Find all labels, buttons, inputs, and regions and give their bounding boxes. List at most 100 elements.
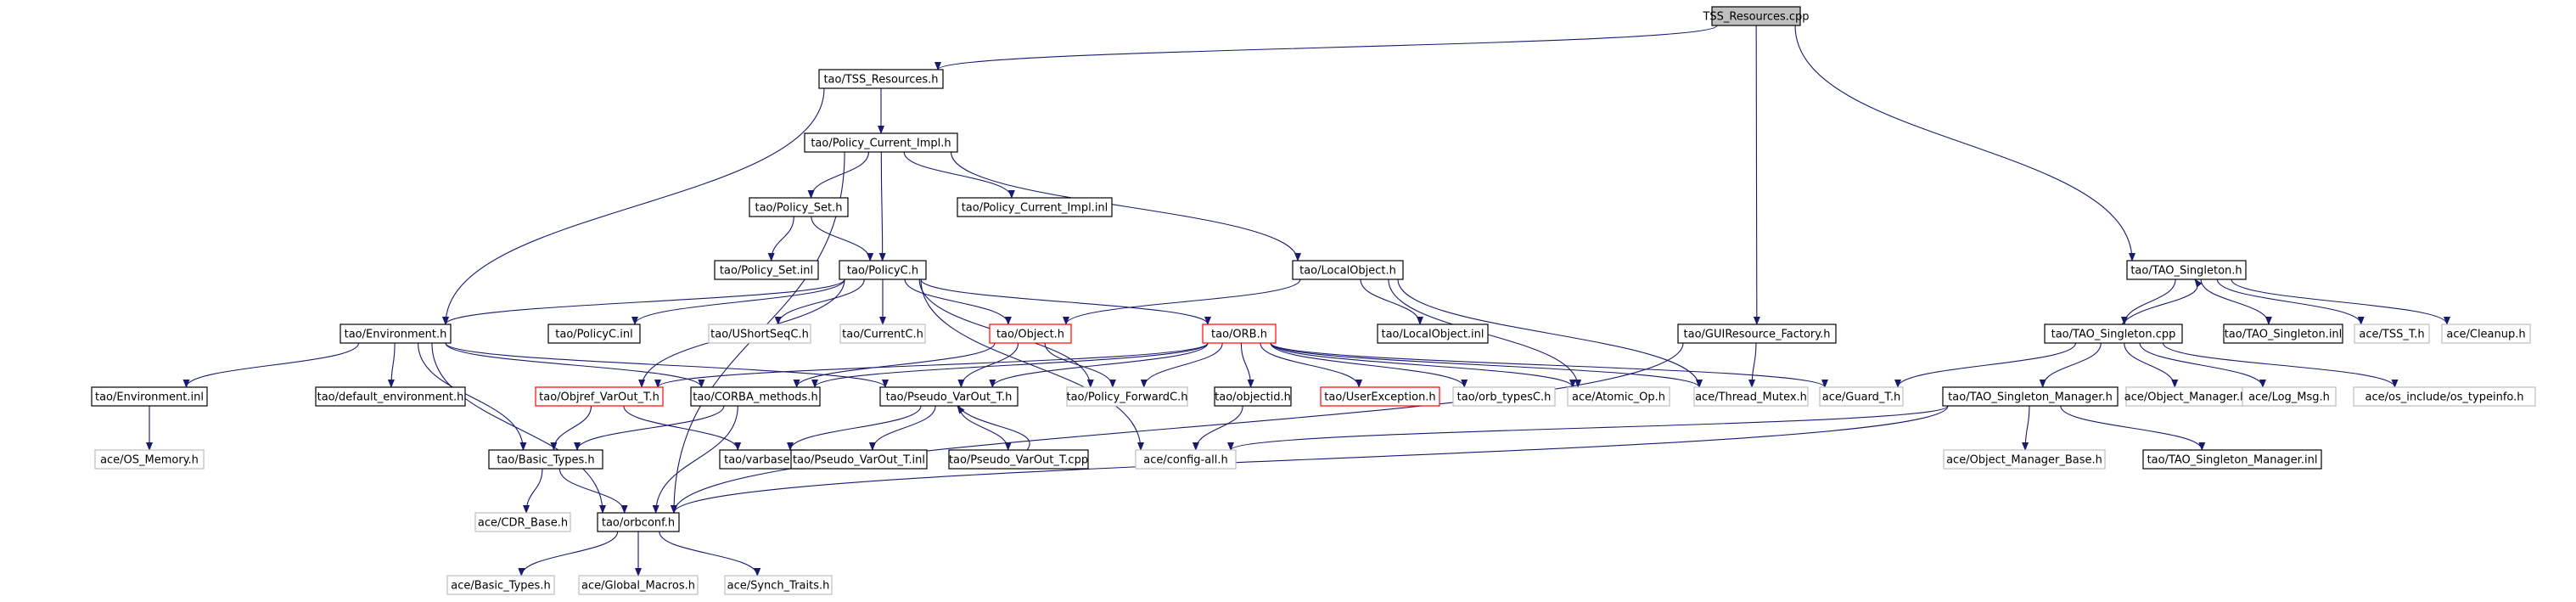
graph-node[interactable]: tao/CurrentC.h [839,324,926,344]
graph-node[interactable]: tao/Objref_VarOut_T.h [535,386,664,407]
graph-node[interactable]: tao/TAO_Singleton.h [2126,260,2247,280]
graph-node[interactable]: TSS_Resources.cpp [1702,6,1810,26]
graph-node[interactable]: ace/Object_Manager.h [2124,386,2248,407]
graph-node[interactable]: tao/UShortSeqC.h [708,324,811,344]
graph-node[interactable]: ace/os_include/os_typeinfo.h [2353,386,2536,407]
graph-node[interactable]: tao/CORBA_methods.h [690,386,821,407]
graph-node[interactable]: tao/Policy_Current_Impl.inl [957,197,1113,217]
dependency-edge [793,342,996,388]
graph-node[interactable]: ace/Atomic_Op.h [1567,386,1670,407]
graph-node[interactable]: tao/LocalObject.h [1292,260,1404,280]
dependency-edge [2200,278,2272,325]
graph-node[interactable]: tao/LocalObject.inl [1377,324,1489,344]
graph-node[interactable]: ace/Object_Manager_Base.h [1943,449,2106,470]
graph-node-box [94,449,205,470]
graph-node-label: tao/LocalObject.h [1299,265,1396,278]
dependency-edge [2039,342,2102,388]
graph-node-box [578,575,699,595]
graph-node-label: tao/GUIResource_Factory.h [1684,329,1831,341]
graph-node-label: tao/UShortSeqC.h [710,329,809,341]
graph-node[interactable]: tao/PolicyC.inl [547,324,641,344]
graph-node[interactable]: ace/Cleanup.h [2441,324,2531,344]
graph-node-label: tao/Policy_ForwardC.h [1066,391,1187,404]
graph-node[interactable]: tao/Pseudo_VarOut_T.inl [790,449,928,470]
graph-node-label: ace/Global_Macros.h [581,580,695,593]
graph-node[interactable]: ace/Synch_Traits.h [724,575,833,595]
dependency-edge [2022,405,2030,451]
graph-node[interactable]: ace/TSS_T.h [2354,324,2430,344]
dependency-edge [1794,25,2135,262]
graph-node[interactable]: tao/Pseudo_VarOut_T.cpp [948,449,1089,470]
graph-node-label: tao/orb_typesC.h [1457,391,1552,404]
graph-node[interactable]: ace/Thread_Mutex.h [1693,386,1809,407]
graph-node[interactable]: tao/GUIResource_Factory.h [1677,324,1837,344]
graph-node-box [749,197,849,217]
graph-node[interactable]: tao/TAO_Singleton_Manager.h [1942,386,2119,407]
dependency-edge [1140,342,1223,388]
graph-node[interactable]: tao/Policy_ForwardC.h [1066,386,1188,407]
graph-node[interactable]: tao/Object.h [989,324,1072,344]
graph-node[interactable]: tao/Basic_Types.h [488,449,603,470]
dependency-edge [807,151,869,199]
graph-node[interactable]: tao/orbconf.h [597,512,680,532]
graph-node-label: tao/PolicyC.h [847,265,918,278]
graph-node[interactable]: ace/Guard_T.h [1819,386,1904,407]
graph-node[interactable]: tao/PolicyC.h [839,260,927,280]
graph-node[interactable]: tao/TAO_Singleton.cpp [2044,324,2183,344]
graph-node-label: tao/PolicyC.inl [555,329,632,341]
graph-node[interactable]: tao/Environment.h [340,324,452,344]
graph-node-label: ace/Object_Manager.h [2124,391,2248,404]
graph-node-label: ace/OS_Memory.h [100,454,199,467]
dependency-edge [787,405,922,451]
graph-node-label: tao/Policy_Set.inl [720,265,813,278]
graph-node-box [315,386,466,407]
graph-node[interactable]: tao/UserException.h [1320,386,1440,407]
dependency-edge [1227,405,1949,451]
graph-node[interactable]: ace/OS_Memory.h [94,449,205,470]
graph-node[interactable]: tao/Environment.inl [91,386,208,407]
dependency-edge [445,342,705,388]
graph-node-box [879,386,1019,407]
graph-node-box [1677,324,1837,344]
graph-node[interactable]: tao/default_environment.h [315,386,466,407]
graph-node[interactable]: ace/Log_Msg.h [2242,386,2337,407]
graph-node[interactable]: ace/config-all.h [1135,449,1237,470]
graph-node-label: ace/Cleanup.h [2446,329,2525,341]
dependency-edge [431,342,606,514]
graph-node[interactable]: tao/ORB.h [1202,324,1277,344]
graph-node-label: tao/Policy_Current_Impl.inl [962,202,1108,215]
graph-node-box [1066,386,1188,407]
graph-node[interactable]: ace/Basic_Types.h [446,575,555,595]
graph-node-box [1202,324,1277,344]
graph-node[interactable]: tao/varbase.h [719,449,805,470]
dependency-edge [1260,342,1363,388]
graph-node-label: tao/Pseudo_VarOut_T.h [886,391,1013,404]
graph-node[interactable]: tao/objectid.h [1214,386,1292,407]
dependency-edge [1270,342,1468,388]
graph-node-box [597,512,680,532]
graph-node[interactable]: tao/TAO_Singleton_Manager.inl [2142,449,2322,470]
graph-node[interactable]: tao/Policy_Set.h [749,197,849,217]
dependency-edge [652,405,738,514]
graph-node-box [708,324,811,344]
graph-node[interactable]: tao/orb_typesC.h [1452,386,1556,407]
graph-node-label: tao/objectid.h [1215,391,1291,404]
dependency-edge [550,405,592,451]
dependency-edge [920,278,1144,451]
graph-node-label: ace/os_include/os_typeinfo.h [2366,391,2524,404]
graph-node[interactable]: ace/Global_Macros.h [578,575,699,595]
graph-node[interactable]: tao/TSS_Resources.h [818,69,944,89]
dependency-edge [574,405,725,451]
graph-node[interactable]: ace/CDR_Base.h [474,512,571,532]
graph-node[interactable]: tao/TAO_Singleton.inl [2223,324,2343,344]
graph-node-box [2142,449,2322,470]
graph-node[interactable]: tao/Policy_Set.inl [714,260,819,280]
graph-node-label: tao/Policy_Set.h [755,202,842,215]
graph-node[interactable]: tao/Pseudo_VarOut_T.h [879,386,1019,407]
dependency-edge [868,405,936,451]
graph-node-box [804,132,958,153]
graph-node[interactable]: tao/Policy_Current_Impl.h [804,132,958,153]
graph-node-label: ace/Log_Msg.h [2248,391,2330,404]
dependency-edge [1360,278,1423,325]
